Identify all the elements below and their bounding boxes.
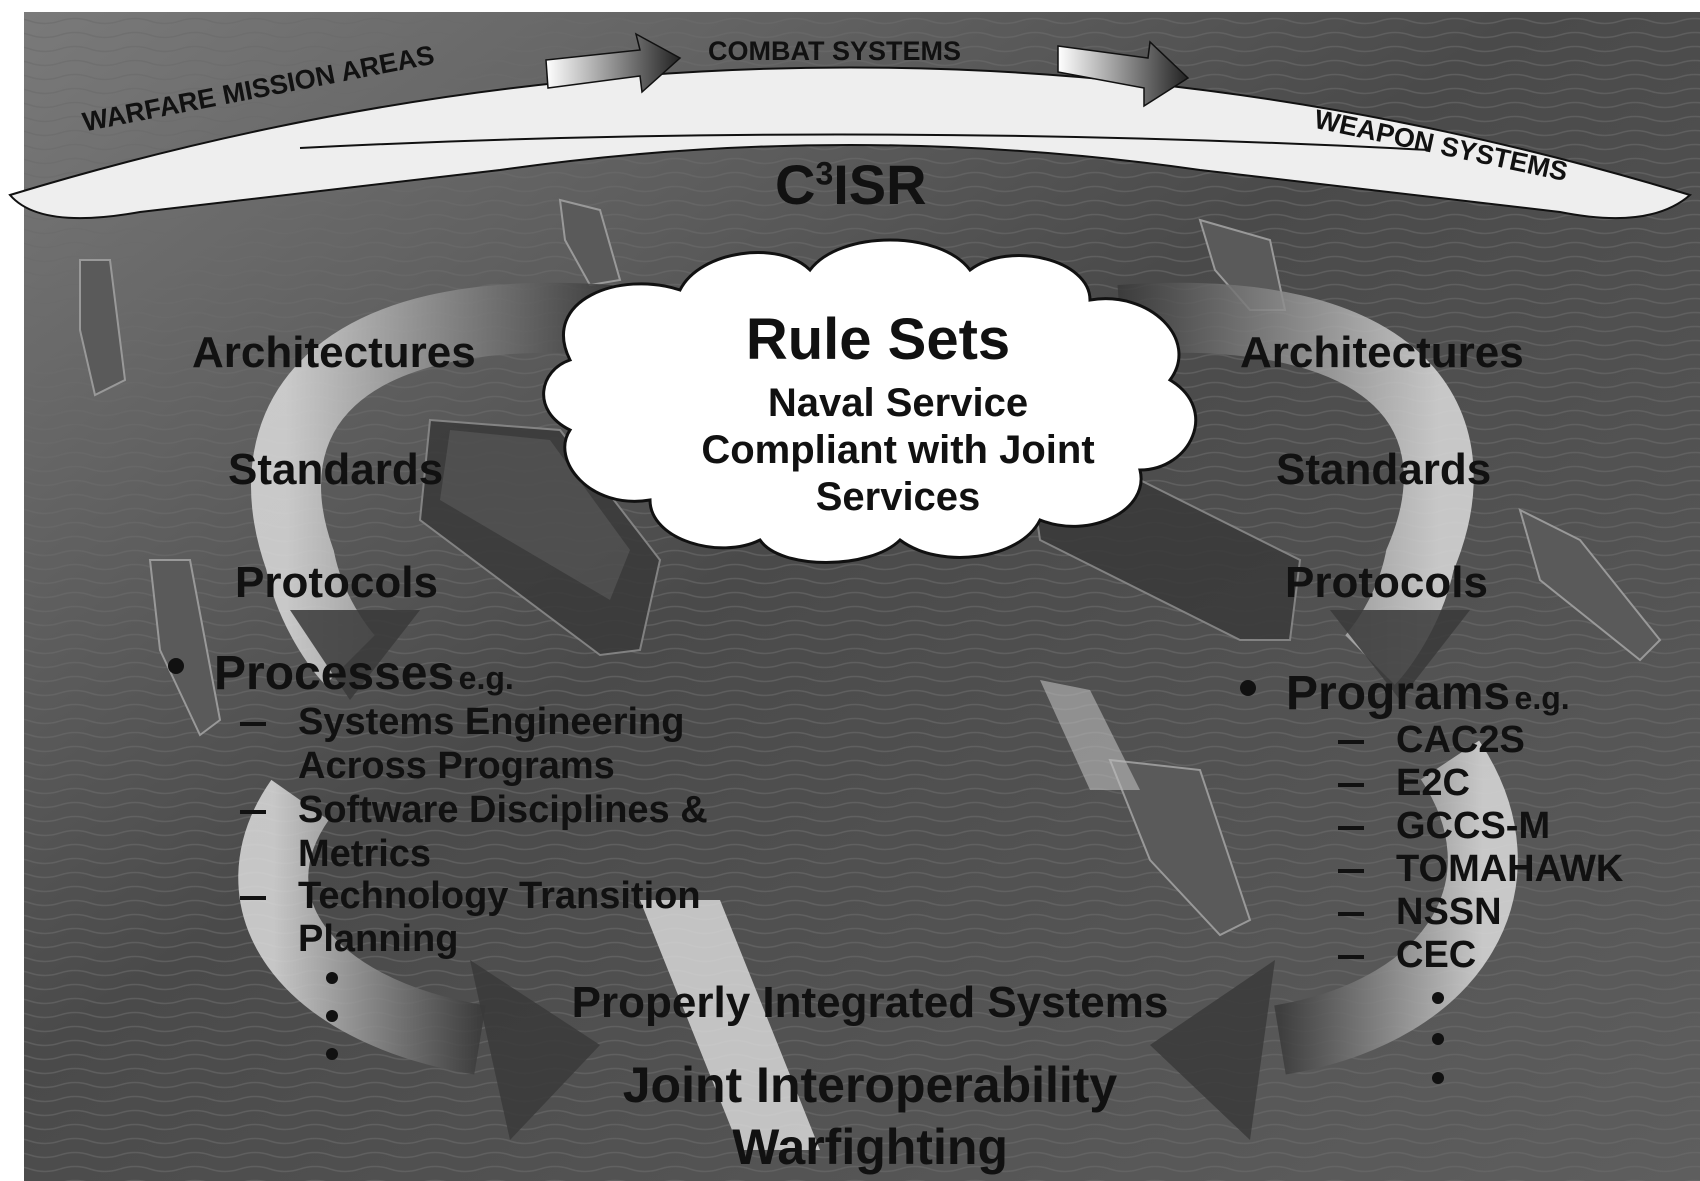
- right-loop-arrow-head: [1330, 610, 1470, 700]
- left-protocols: Protocols: [235, 558, 438, 607]
- programs-bullet: [1240, 680, 1256, 696]
- processes-label: Processes: [214, 647, 455, 700]
- programs-label: Programs: [1286, 667, 1511, 720]
- cloud-line-1: Naval Service: [767, 381, 1029, 425]
- left-standards: Standards: [228, 445, 444, 494]
- right-lower-arrow: [1273, 740, 1518, 1075]
- programs-heading: Programs e.g.: [1286, 666, 1570, 721]
- processes-heading: Processes e.g.: [214, 646, 514, 701]
- banner-arrow-1: [545, 32, 682, 94]
- right-protocols: Protocols: [1285, 558, 1488, 607]
- program-ellipsis-2: [1432, 1033, 1444, 1045]
- banner-c3isr: C3ISR: [775, 152, 927, 217]
- process-dash-1: [240, 722, 266, 726]
- banner-inner-line: [299, 133, 1431, 151]
- program-dash-4: [1338, 869, 1364, 873]
- c3isr-sup: 3: [815, 155, 834, 192]
- process-ellipsis-3: [326, 1048, 338, 1060]
- left-architectures: Architectures: [192, 328, 476, 377]
- program-item-2: E2C: [1396, 762, 1470, 804]
- program-item-4: TOMAHAWK: [1396, 848, 1624, 890]
- process-dash-3: [240, 896, 266, 900]
- program-item-6: CEC: [1396, 934, 1477, 976]
- process-item-3-line-1: Technology Transition: [298, 875, 701, 917]
- c3isr-prefix: C: [775, 153, 816, 216]
- escort-ships: [79, 198, 1662, 937]
- bottom-integrated-systems: Properly Integrated Systems: [571, 978, 1169, 1027]
- process-item-2-line-2: Metrics: [298, 833, 432, 875]
- programs-eg: e.g.: [1514, 680, 1570, 716]
- process-dash-2: [240, 810, 266, 814]
- program-ellipsis-1: [1432, 992, 1444, 1004]
- left-lower-arrow-head: [470, 960, 600, 1140]
- process-item-3-line-2: Planning: [298, 918, 459, 960]
- right-standards: Standards: [1276, 445, 1492, 494]
- program-item-1: CAC2S: [1396, 719, 1525, 761]
- rule-sets-cloud: [542, 238, 1198, 564]
- banner-combat-systems: COMBAT SYSTEMS: [708, 36, 962, 66]
- left-loop-arrow-head: [290, 610, 420, 700]
- processes-bullet: [168, 658, 184, 674]
- processes-eg: e.g.: [458, 660, 514, 696]
- c3isr-suffix: ISR: [833, 153, 927, 216]
- cloud-title: Rule Sets: [745, 307, 1011, 372]
- process-ellipsis-1: [326, 972, 338, 984]
- right-architectures: Architectures: [1240, 328, 1524, 377]
- program-ellipsis-3: [1432, 1072, 1444, 1084]
- bottom-warfighting: Warfighting: [732, 1119, 1008, 1175]
- process-item-2-line-1: Software Disciplines &: [298, 789, 708, 831]
- program-dash-5: [1338, 912, 1364, 916]
- process-ellipsis-2: [326, 1010, 338, 1022]
- cloud-line-2: Compliant with Joint: [701, 428, 1095, 472]
- aircraft-carrier-left: [418, 418, 662, 657]
- left-lower-arrow: [238, 779, 487, 1075]
- program-item-3: GCCS-M: [1396, 805, 1551, 847]
- program-dash-3: [1338, 826, 1364, 830]
- submarine-wake: [640, 680, 1140, 1150]
- banner-arrow-2: [1057, 40, 1190, 108]
- process-item-1-line-2: Across Programs: [298, 745, 615, 787]
- program-item-5: NSSN: [1396, 891, 1502, 933]
- bottom-joint-interoperability: Joint Interoperability: [622, 1057, 1118, 1113]
- process-item-1-line-1: Systems Engineering: [298, 701, 685, 743]
- right-lower-arrow-head: [1150, 960, 1275, 1140]
- cloud-line-3: Services: [815, 475, 981, 519]
- program-dash-6: [1338, 955, 1364, 959]
- program-dash-2: [1338, 783, 1364, 787]
- program-dash-1: [1338, 740, 1364, 744]
